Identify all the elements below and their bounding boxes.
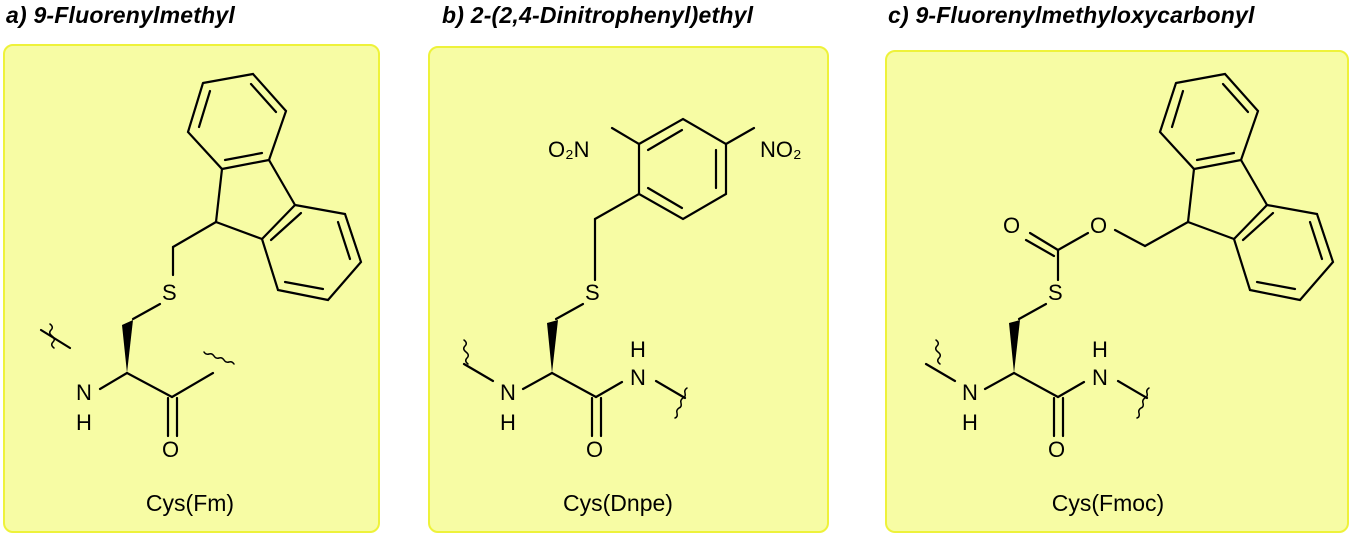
panel-b-structure <box>462 117 756 438</box>
panel-b-box <box>428 46 829 533</box>
panel-c-sulfur-label: S <box>1048 280 1063 305</box>
panel-c-carbonate-o-label: O <box>1003 213 1020 238</box>
panel-b-nh-left-n-label: N <box>500 380 516 405</box>
panel-c-carbonyl-o-label: O <box>1048 437 1065 462</box>
panel-a-carbonyl-o-label: O <box>162 437 179 462</box>
panel-a-caption: Cys(Fm) <box>145 490 235 516</box>
panel-c-title: c) 9-Fluorenylmethyloxycarbonyl <box>888 2 1255 28</box>
panel-b-no2-left-label: O₂N <box>548 137 590 162</box>
panel-c-nh-right-n-label: N <box>1092 365 1108 390</box>
panel-a-nh-n-label: N <box>76 380 92 405</box>
panel-b-no2-right-label: NO₂ <box>760 137 802 162</box>
panel-b-nh-right-h-label: H <box>630 337 646 362</box>
panel-c-nh-left-n-label: N <box>962 380 978 405</box>
panel-c-box <box>885 50 1349 533</box>
panel-a-title: a) 9-Fluorenylmethyl <box>6 2 235 28</box>
panel-b-carbonyl-o-label: O <box>586 437 603 462</box>
panel-a-nh-h-label: H <box>76 410 92 435</box>
panel-b-sulfur-label: S <box>585 280 600 305</box>
panel-a-structure <box>39 72 363 438</box>
panel-c-structure <box>924 72 1335 438</box>
panel-c-nh-left-h-label: H <box>962 410 978 435</box>
panel-c-caption: Cys(Fmoc) <box>1051 490 1165 516</box>
panel-c-ester-o-label: O <box>1090 213 1107 238</box>
panel-b-caption: Cys(Dnpe) <box>563 490 673 516</box>
panel-b-nh-left-h-label: H <box>500 410 516 435</box>
panel-b-title: b) 2-(2,4-Dinitrophenyl)ethyl <box>442 2 754 28</box>
panel-b-nh-right-n-label: N <box>630 365 646 390</box>
panel-c-nh-right-h-label: H <box>1092 337 1108 362</box>
panel-a-sulfur-label: S <box>162 280 177 305</box>
